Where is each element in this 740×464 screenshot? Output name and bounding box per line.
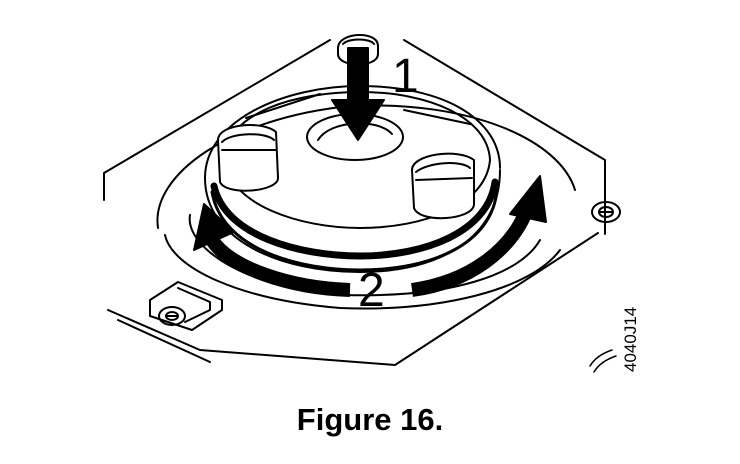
rotate-arrow-left [193,203,351,297]
callout-step-1: 1 [392,50,419,103]
lower-screw-bracket [149,281,223,331]
right-screw [591,201,621,223]
left-grip [217,124,279,192]
callout-step-2: 2 [358,264,385,317]
rotate-arrow-right [410,175,547,297]
press-arrow [331,47,385,141]
leader-line [589,349,613,367]
figure-caption: Figure 16. [296,402,444,437]
figure-code: 4040J14 [621,307,640,372]
top-screw [337,33,379,66]
right-grip [411,152,475,220]
